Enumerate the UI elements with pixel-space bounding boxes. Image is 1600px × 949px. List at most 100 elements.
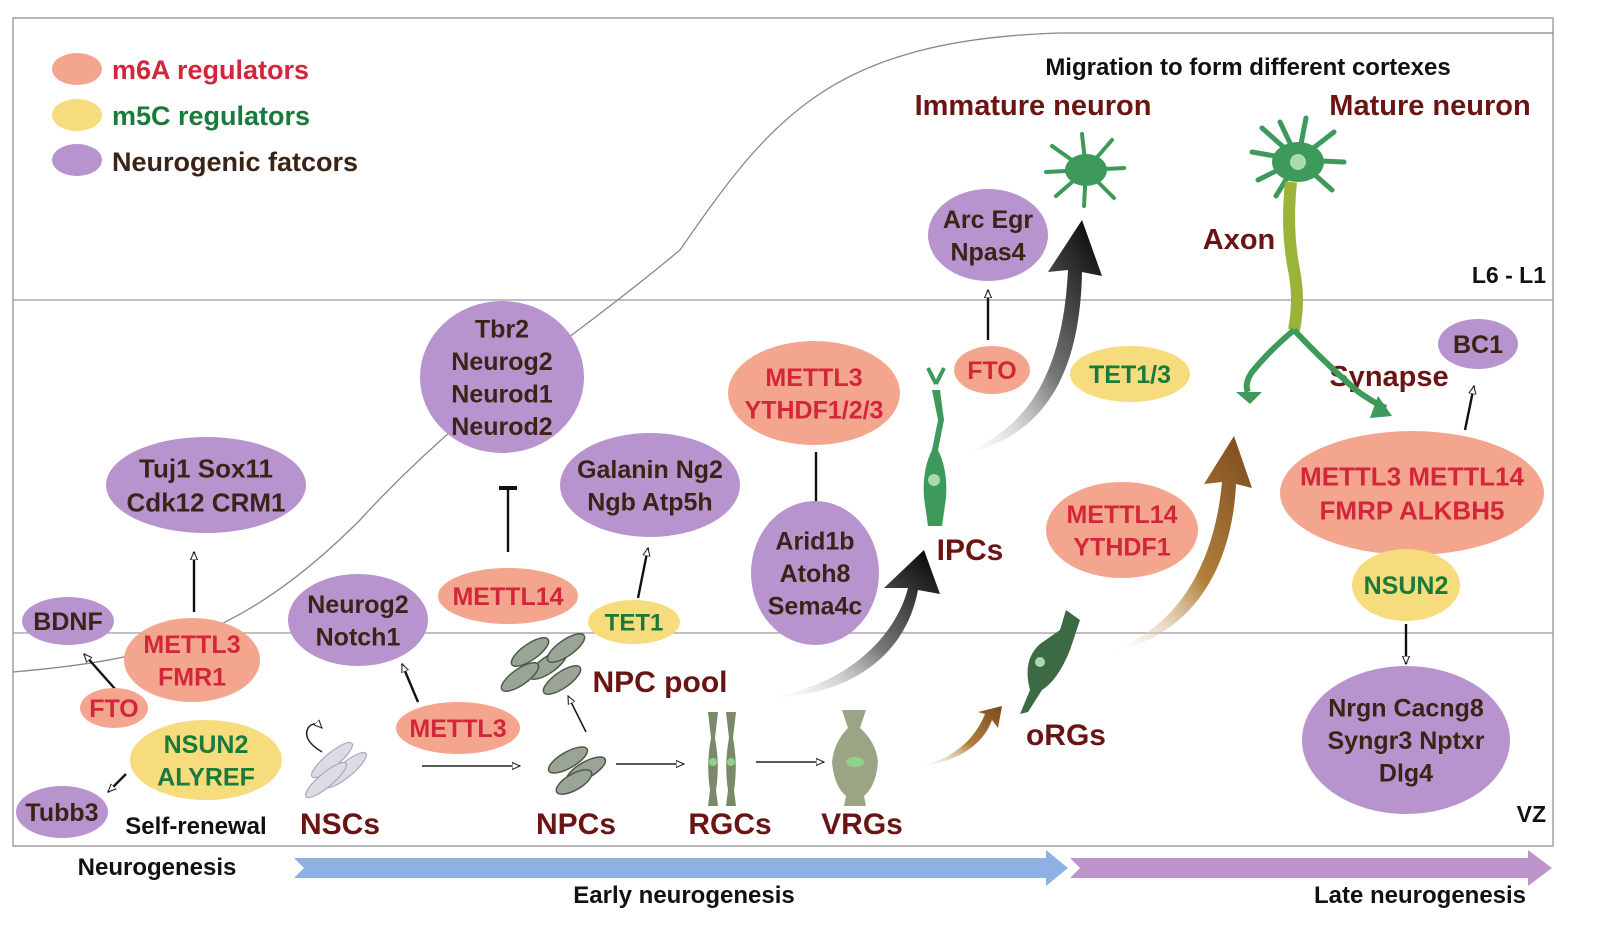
oval-shape-mettl14-mid [438,568,578,624]
oval-text-arc-egr: Npas4 [950,238,1025,266]
oval-shape-bdnf [22,597,114,645]
oval-text-tuj1: Cdk12 CRM1 [127,487,286,517]
oval-shape-galanin [560,433,740,537]
oval-text-nrgn: Syngr3 Nptxr [1328,727,1485,755]
oval-text-neurog2-notch1: Neurog2 [307,591,408,619]
oval-text-nsun2-alyref: ALYREF [157,763,255,791]
oval-fto-right: FTO [954,346,1030,394]
oval-shape-bc1 [1438,319,1518,369]
oval-shape-tet1 [588,600,680,644]
npcs-label: NPCs [536,808,616,841]
layer-label-bottom: VZ [1517,801,1546,827]
oval-shape-mettl14-ythdf1 [1046,482,1198,578]
nsc-cells [304,741,368,799]
oval-text-neurog2-notch1: Notch1 [316,623,401,651]
oval-text-mettl3-mettl14: FMRP ALKBH5 [1320,495,1505,525]
oval-text-arc-egr: Arc Egr [943,206,1034,234]
oval-bdnf: BDNF [22,597,114,645]
synapse-label: Synapse [1329,361,1448,393]
late-neurogenesis-arrow [1070,850,1552,886]
legend-swatch-m5c [52,99,102,131]
oval-shape-tbr2 [420,301,584,453]
oval-text-galanin: Galanin Ng2 [577,456,723,484]
oval-shape-neurog2-notch1 [288,574,428,666]
oval-shape-mettl3-ythdf [728,341,900,445]
figure-frame [12,17,1554,847]
oval-text-mettl3-fmr1: METTL3 [143,631,240,659]
oval-text-bdnf: BDNF [33,608,102,636]
oval-shape-mettl3-mid [396,702,520,754]
axon-label: Axon [1203,224,1276,256]
oval-text-mettl14-ythdf1: YTHDF1 [1073,533,1170,561]
org-cell [1020,610,1080,714]
vrg-cell [832,710,878,806]
oval-fto-left: FTO [80,688,148,728]
oval-nsun2-right: NSUN2 [1352,549,1460,621]
oval-text-fto-left: FTO [89,695,139,723]
oval-text-mettl3-fmr1: FMR1 [158,663,226,691]
oval-shape-mettl3-mettl14 [1280,431,1544,555]
ipc-to-immature-arrow [958,220,1102,455]
early-neurogenesis-label: Early neurogenesis [573,882,794,909]
neurogenesis-label: Neurogenesis [78,854,237,881]
legend-label-neurogenic: Neurogenic fatcors [112,147,358,177]
oval-shape-tubb3 [16,786,108,838]
oval-shape-fto-left [80,688,148,728]
oval-text-bc1: BC1 [1453,331,1503,359]
npc-cells [547,746,607,795]
oval-text-nrgn: Nrgn Cacng8 [1328,695,1484,723]
immature-neuron [1044,132,1126,208]
org-to-mature-arrow [1106,436,1252,652]
mature-neuron [1236,115,1392,418]
oval-text-tbr2: Neurod2 [451,413,552,441]
oval-text-mettl3-mettl14: METTL3 METTL14 [1300,461,1524,491]
self-renewal-loop-icon [305,724,322,753]
oval-text-tet13: TET1/3 [1089,361,1171,389]
oval-text-mettl3-ythdf: METTL3 [765,364,862,392]
oval-text-nrgn: Dlg4 [1379,760,1433,788]
npc-pool-label: NPC pool [593,666,728,699]
oval-tet13: TET1/3 [1070,346,1190,402]
legend-swatch-neurogenic [52,144,102,176]
oval-text-galanin: Ngb Atp5h [587,488,712,516]
npc-pool-cells [500,633,586,695]
immature-neuron-label: Immature neuron [915,90,1152,122]
late-neurogenesis-label: Late neurogenesis [1314,882,1526,909]
oval-text-nsun2-right: NSUN2 [1364,572,1449,600]
oval-shape-fto-right [954,346,1030,394]
oval-shape-nrgn [1302,666,1510,814]
oval-text-arid1b: Sema4c [768,593,863,621]
oval-text-tbr2: Neurod1 [451,380,553,408]
oval-shape-nsun2-alyref [130,720,282,800]
pathway-arrows [83,290,1474,792]
ipcs-label: IPCs [937,534,1004,567]
ipc-cell [923,367,947,526]
orgs-label: oRGs [1026,719,1106,752]
oval-shape-nsun2-right [1352,549,1460,621]
lineage-arrows [422,762,824,766]
npc-to-ipc-arrow [762,550,940,698]
oval-text-mettl14-mid: METTL14 [452,583,563,611]
oval-text-tet1: TET1 [605,610,664,637]
legend-label-m5c: m5C regulators [112,101,310,131]
oval-bc1: BC1 [1438,319,1518,369]
oval-shape-tet13 [1070,346,1190,402]
oval-text-tubb3: Tubb3 [25,799,98,827]
early-neurogenesis-arrow [294,850,1068,886]
oval-shape-arc-egr [928,189,1048,281]
rgcs-label: RGCs [688,808,771,841]
oval-shape-arid1b [751,501,879,645]
oval-text-mettl3-mid: METTL3 [409,715,506,743]
